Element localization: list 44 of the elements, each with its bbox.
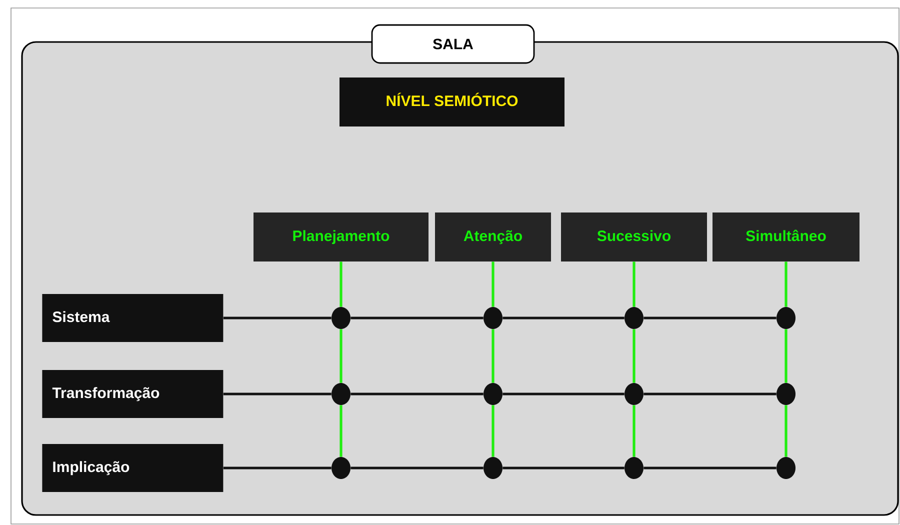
connector-line [644,316,776,320]
connector-line [644,466,776,470]
connector-line [632,405,636,457]
connector-line [632,262,636,307]
junction-dot [332,457,350,479]
column-header: Planejamento [254,212,428,262]
junction-dot [484,307,502,329]
junction-dot [332,383,350,405]
connector-line [223,466,332,470]
connector-line [492,405,494,457]
junction-dot [484,383,502,405]
connector-line [223,316,332,320]
row-header: Sistema [42,294,224,342]
connector-line [340,329,342,383]
row-header: Transformação [42,370,224,418]
junction-dot [776,383,796,405]
connector-line [350,392,484,396]
column-header: Sucessivo [561,212,707,262]
connector-line [223,392,332,396]
connector-line [340,262,342,307]
level-box: NÍVEL SEMIÓTICO [340,78,564,126]
connector-line [350,466,484,470]
connector-line [502,392,624,396]
junction-dot [332,307,350,329]
connector-line [502,466,624,470]
junction-dot [624,457,644,479]
row-header: Implicação [42,444,224,492]
junction-dot [624,383,644,405]
connector-line [784,262,788,307]
connector-line [784,329,788,383]
junction-dot [776,457,796,479]
connector-line [350,316,484,320]
column-header: Atenção [435,212,551,262]
connector-line [492,329,494,383]
connector-line [502,316,624,320]
connector-line [340,405,342,457]
junction-dot [484,457,502,479]
connector-line [784,405,788,457]
connector-line [492,262,494,307]
junction-dot [624,307,644,329]
connector-line [632,329,636,383]
junction-dot [776,307,796,329]
column-header: Simultâneo [712,212,860,262]
connector-line [644,392,776,396]
